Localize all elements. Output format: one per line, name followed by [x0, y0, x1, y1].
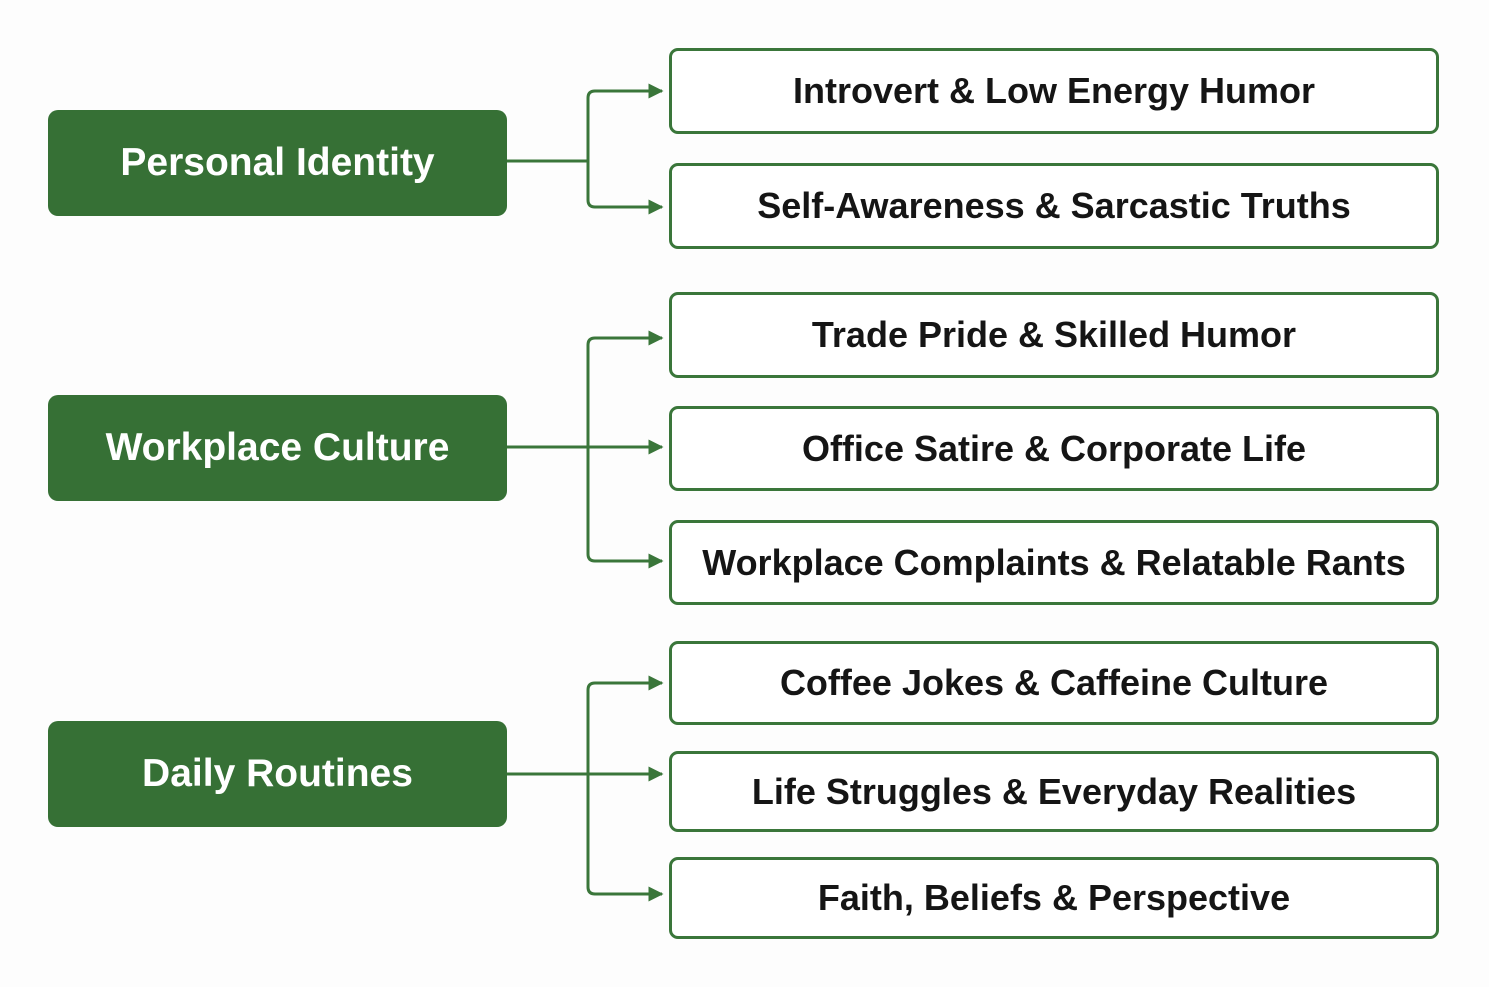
category-personal-identity: Personal Identity — [48, 110, 507, 216]
connector-arrow — [586, 447, 664, 569]
subtopic-label: Faith, Beliefs & Perspective — [817, 877, 1291, 918]
subtopic-label: Office Satire & Corporate Life — [801, 427, 1307, 469]
subtopic-label: Introvert & Low Energy Humor — [792, 70, 1316, 111]
connector-arrow — [586, 83, 664, 161]
connector-arrow — [586, 774, 664, 902]
category-label: Personal Identity — [120, 141, 435, 184]
connector-group-daily-routines — [507, 675, 664, 902]
connector-arrow — [586, 161, 664, 215]
subtopic-label: Trade Pride & Skilled Humor — [811, 314, 1297, 355]
subtopic-life-struggles: Life Struggles & Everyday Realities — [669, 751, 1439, 832]
subtopic-coffee-jokes: Coffee Jokes & Caffeine Culture — [669, 641, 1439, 725]
subtopic-trade-pride: Trade Pride & Skilled Humor — [669, 292, 1439, 378]
subtopic-self-awareness: Self-Awareness & Sarcastic Truths — [669, 163, 1439, 249]
connector-arrow — [586, 330, 664, 447]
category-label: Workplace Culture — [105, 426, 450, 469]
category-label: Daily Routines — [142, 752, 413, 795]
connector-arrow — [586, 675, 664, 774]
subtopic-label: Self-Awareness & Sarcastic Truths — [757, 185, 1351, 226]
category-workplace-culture: Workplace Culture — [48, 395, 507, 501]
subtopic-workplace-complaints: Workplace Complaints & Relatable Rants — [669, 520, 1439, 605]
category-daily-routines: Daily Routines — [48, 721, 507, 827]
subtopic-label: Workplace Complaints & Relatable Rants — [702, 541, 1406, 583]
connector-group-personal-identity — [507, 83, 664, 215]
connector-group-workplace-culture — [507, 330, 664, 569]
subtopic-label: Coffee Jokes & Caffeine Culture — [779, 662, 1329, 703]
subtopic-faith-beliefs: Faith, Beliefs & Perspective — [669, 857, 1439, 939]
subtopic-introvert-humor: Introvert & Low Energy Humor — [669, 48, 1439, 134]
subtopic-office-satire: Office Satire & Corporate Life — [669, 406, 1439, 491]
subtopic-label: Life Struggles & Everyday Realities — [751, 770, 1357, 812]
